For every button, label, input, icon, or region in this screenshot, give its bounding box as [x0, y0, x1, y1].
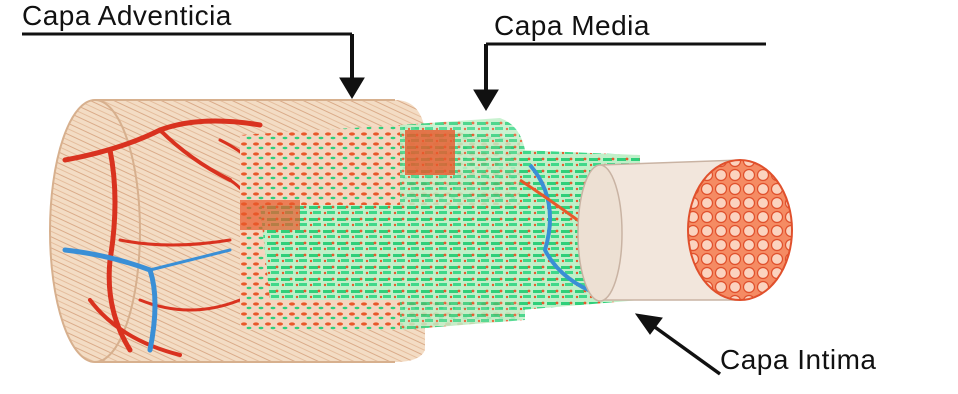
label-capa-adventicia: Capa Adventicia	[22, 0, 232, 32]
pointer-intima	[636, 314, 720, 374]
pointer-media	[474, 44, 766, 110]
intima-layer	[578, 160, 792, 301]
arrow-down-icon	[340, 78, 364, 98]
label-capa-intima: Capa Intima	[720, 344, 876, 376]
arrow-down-icon	[474, 90, 498, 110]
label-capa-media: Capa Media	[494, 10, 650, 42]
media-layer	[240, 118, 525, 330]
pointer-adventicia	[22, 34, 364, 98]
